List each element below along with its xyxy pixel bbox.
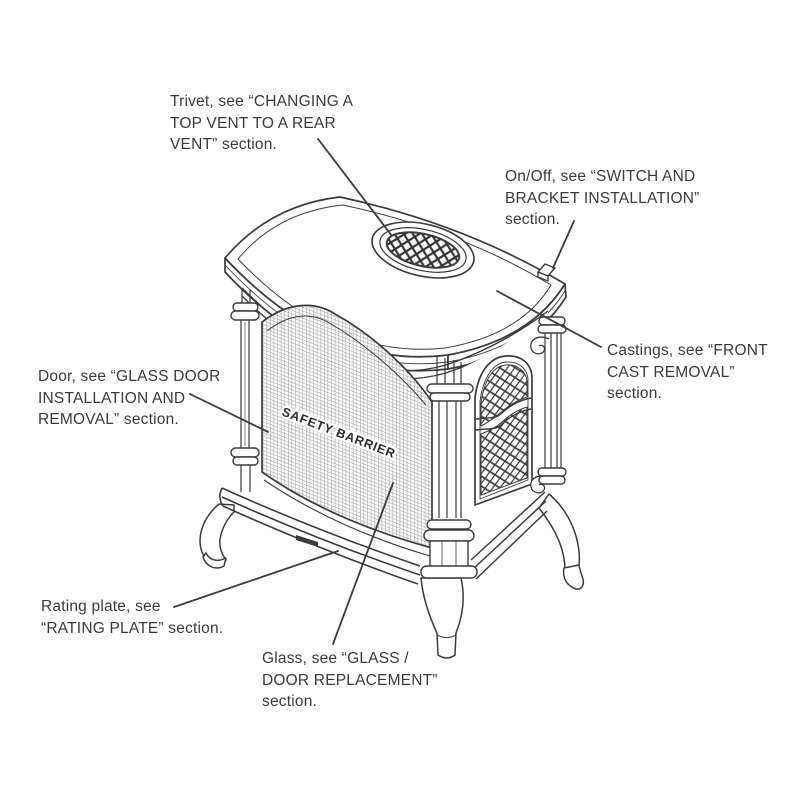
rating-plate-slot xyxy=(296,535,318,547)
bottom-rail xyxy=(219,487,421,585)
trivet-vent xyxy=(371,221,475,279)
callout-onoff: On/Off, see “SWITCH AND BRACKET INSTALLA… xyxy=(505,168,700,228)
leader-line-onoff xyxy=(552,220,575,269)
callout-rating-plate: Rating plate, see “RATING PLATE” section… xyxy=(41,598,224,637)
leader-line-trivet xyxy=(317,138,393,237)
side-lattice-window xyxy=(474,355,533,506)
leader-line-rating-plate xyxy=(173,550,339,608)
leader-line-door xyxy=(189,393,269,433)
front-mesh-panel xyxy=(261,304,433,557)
callout-door: Door, see “GLASS DOOR INSTALLATION AND R… xyxy=(38,368,221,428)
leader-line-castings xyxy=(496,290,602,348)
callout-trivet: Trivet, see “CHANGING A TOP VENT TO A RE… xyxy=(170,93,354,153)
leg-front-corner xyxy=(420,577,464,659)
side-panel xyxy=(462,312,585,590)
side-bottom-rail xyxy=(470,491,548,580)
leg-back-right xyxy=(538,493,585,590)
front-left-column xyxy=(230,288,260,492)
corner-column xyxy=(420,357,478,579)
leader-line-glass xyxy=(332,482,394,645)
leg-front-left xyxy=(199,503,235,569)
onoff-switch xyxy=(537,263,556,282)
back-column xyxy=(537,316,567,485)
callout-castings: Castings, see “FRONT CAST REMOVAL” secti… xyxy=(607,342,768,402)
leader-lines xyxy=(173,138,602,645)
callout-glass: Glass, see “GLASS / DOOR REPLACEMENT” se… xyxy=(262,650,438,710)
